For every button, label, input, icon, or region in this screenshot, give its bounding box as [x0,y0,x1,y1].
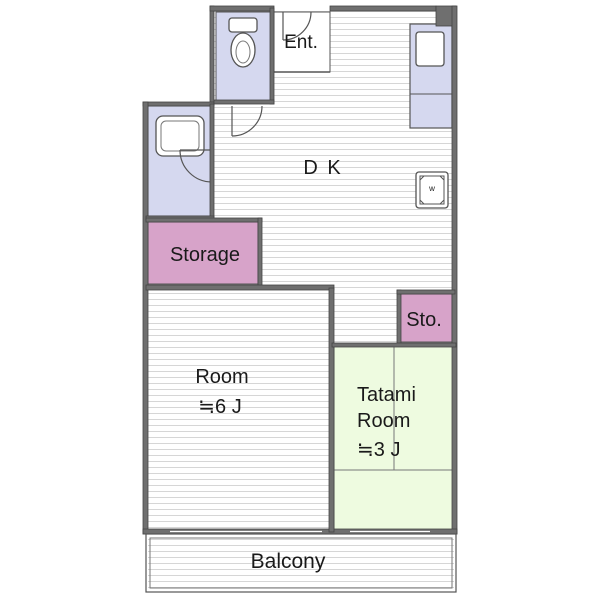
washer-inner [419,175,445,205]
bath-door-swing [179,149,213,183]
sink-icon [415,31,445,67]
toilet-tank [228,17,258,33]
room-floor [148,290,330,528]
tatami-name-line2: Room [357,410,411,432]
entrance-label: Ent. [284,32,318,53]
entrance-door-swing [282,11,312,41]
room-size-label: ≒6 J [198,396,242,418]
room-name-label: Room [195,366,249,388]
balcony-label: Balcony [250,550,326,573]
washer-mark-label: w [429,184,435,193]
dk-corridor-floor [332,288,398,344]
small-storage-label: Sto. [406,309,442,331]
tatami-name-line1: Tatami [357,384,416,406]
washer-corners [419,175,445,205]
dining-kitchen-label: D K [303,157,343,179]
tatami-size-label: ≒3 J [357,439,401,461]
toilet-bowl-icon [230,32,256,68]
toilet-door-swing [231,105,263,137]
balcony-floor [148,536,454,590]
washer-spot-icon [415,171,449,209]
balcony-rail [149,537,453,589]
storage-label: Storage [169,244,241,266]
toilet-seat [235,40,251,64]
balcony-outline [145,533,457,593]
